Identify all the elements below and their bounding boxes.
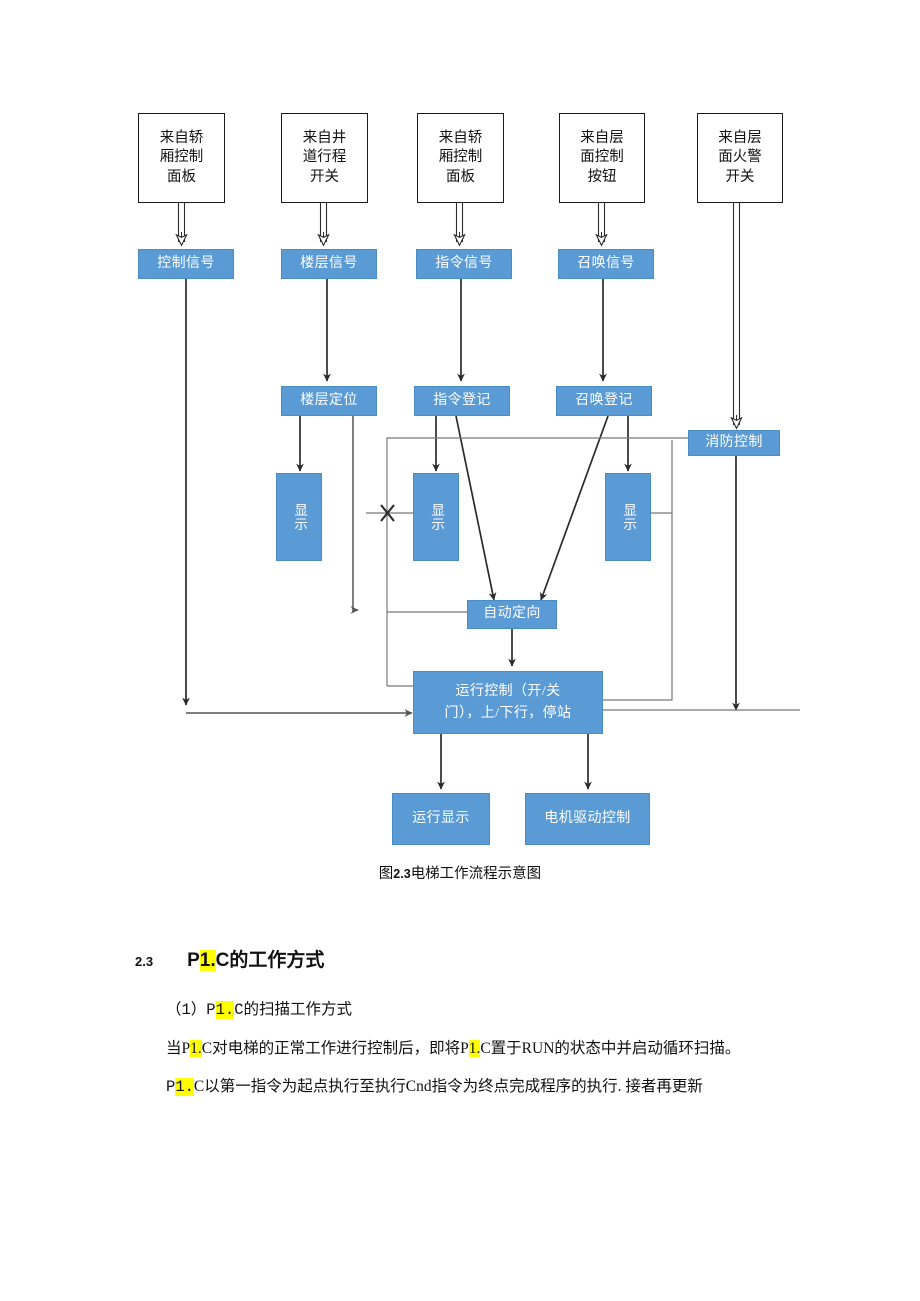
source-box-shaft-switch: 来自井 道行程 开关 xyxy=(281,113,368,203)
display-box-label: 显示 xyxy=(429,503,445,531)
p1-part-a: （1）P xyxy=(166,1001,216,1019)
figure-caption: 图2.3电梯工作流程示意图 xyxy=(0,862,920,883)
source-box-label: 来自层 面火警 开关 xyxy=(718,130,762,185)
signal-box-label: 楼层信号 xyxy=(300,255,358,271)
section-number: 2.3 xyxy=(135,954,154,969)
source-box-label: 来自轿 厢控制 面板 xyxy=(438,130,483,185)
register-box-floor-position: 楼层定位 xyxy=(281,386,377,416)
caption-prefix: 图 xyxy=(378,866,394,882)
p3-part-a: P xyxy=(166,1078,176,1097)
source-box-car-panel-2: 来自轿 厢控制 面板 xyxy=(417,113,504,203)
source-box-label: 来自井 道行程 开关 xyxy=(302,130,347,185)
p2-part-a: 当P xyxy=(166,1039,191,1057)
section-title-part2: C xyxy=(215,950,230,971)
signal-box-label: 召唤信号 xyxy=(577,255,635,271)
p1-highlight: 1. xyxy=(215,1001,235,1019)
output-box-label: 电机驱动控制 xyxy=(544,810,631,826)
fire-control-label: 消防控制 xyxy=(705,434,763,450)
p2-part-c: C置于RUN的状态中并启动循环扫描。 xyxy=(480,1039,741,1057)
auto-direction-box: 自动定向 xyxy=(467,600,557,629)
p2-highlight-1: 1. xyxy=(190,1039,202,1057)
source-box-car-panel-1: 来自轿 厢控制 面板 xyxy=(138,113,225,203)
caption-number: 2.3 xyxy=(393,867,411,881)
p2-highlight-2: 1. xyxy=(468,1039,481,1057)
display-box-call: 显示 xyxy=(605,473,651,561)
section-title-rest: 的工作方式 xyxy=(229,950,325,971)
flowchart-diagram: 来自轿 厢控制 面板 来自井 道行程 开关 来自轿 厢控制 面板 来自层 面控制… xyxy=(0,113,800,845)
output-box-motor-drive: 电机驱动控制 xyxy=(525,793,650,845)
run-control-box: 运行控制（开/关 门），上/下行，停站 xyxy=(413,671,603,734)
paragraph-program-exec: P1.C以第一指令为起点执行至执行Cnd指令为终点完成程序的执行. 接者再更新 xyxy=(135,1071,795,1104)
document-body: 2.3 P1.C的工作方式 （1）P1.C的扫描工作方式 当P1.C对电梯的正常… xyxy=(135,945,795,1104)
p3-part-b: C以第一指令为起点执行至执行Cnd指令为终点完成程序的执行. 接者再更新 xyxy=(193,1078,703,1096)
display-box-command: 显示 xyxy=(413,473,459,561)
display-box-label: 显示 xyxy=(292,503,308,531)
p1-part-b: C的扫描工作方式 xyxy=(234,1001,353,1019)
signal-box-label: 控制信号 xyxy=(157,255,215,271)
paragraph-scan-mode: （1）P1.C的扫描工作方式 xyxy=(135,994,795,1027)
register-box-call: 召唤登记 xyxy=(556,386,652,416)
register-box-label: 召唤登记 xyxy=(575,392,633,408)
register-box-label: 指令登记 xyxy=(433,392,491,408)
source-box-floor-button: 来自层 面控制 按钮 xyxy=(559,113,645,203)
signal-box-call: 召唤信号 xyxy=(558,249,654,279)
display-box-label: 显示 xyxy=(621,503,637,531)
section-title: P1.C的工作方式 xyxy=(187,945,324,972)
register-box-label: 楼层定位 xyxy=(300,392,358,408)
p3-highlight: 1. xyxy=(175,1078,194,1097)
crossing-x-mark xyxy=(380,504,395,522)
signal-box-floor: 楼层信号 xyxy=(281,249,377,279)
signal-box-command: 指令信号 xyxy=(416,249,512,279)
source-box-label: 来自层 面控制 按钮 xyxy=(580,130,624,185)
signal-box-label: 指令信号 xyxy=(435,255,493,271)
output-box-run-display: 运行显示 xyxy=(392,793,490,845)
auto-direction-label: 自动定向 xyxy=(483,606,541,622)
section-heading: 2.3 P1.C的工作方式 xyxy=(135,945,795,972)
flowchart-connectors xyxy=(0,203,800,790)
display-box-floor: 显示 xyxy=(276,473,322,561)
run-control-label: 运行控制（开/关 门），上/下行，停站 xyxy=(444,683,572,721)
section-title-highlight: 1. xyxy=(199,950,216,971)
section-title-part1: P xyxy=(187,950,200,971)
caption-text: 电梯工作流程示意图 xyxy=(410,866,542,882)
signal-box-control: 控制信号 xyxy=(138,249,234,279)
output-box-label: 运行显示 xyxy=(412,810,470,826)
fire-control-box: 消防控制 xyxy=(688,430,780,456)
p2-part-b: C对电梯的正常工作进行控制后，即将P xyxy=(201,1039,469,1057)
source-box-fire-switch: 来自层 面火警 开关 xyxy=(697,113,783,203)
register-box-command: 指令登记 xyxy=(414,386,510,416)
source-box-label: 来自轿 厢控制 面板 xyxy=(159,130,204,185)
paragraph-run-state: 当P1.C对电梯的正常工作进行控制后，即将P1.C置于RUN的状态中并启动循环扫… xyxy=(135,1033,795,1066)
